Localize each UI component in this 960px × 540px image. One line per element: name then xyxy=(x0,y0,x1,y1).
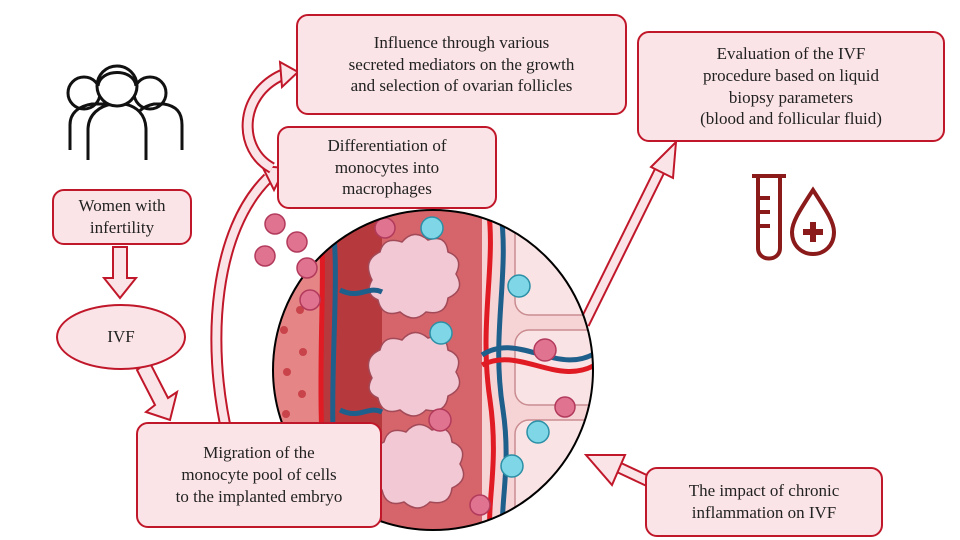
node-migration: Migration of the monocyte pool of cells … xyxy=(136,422,382,528)
test-tube-icon xyxy=(752,174,786,261)
node-mediators: Influence through various secreted media… xyxy=(296,14,627,115)
women-group-icon xyxy=(66,64,184,160)
arrow-to-mediators xyxy=(241,60,300,174)
arrow-ivf-to-migration xyxy=(135,359,179,422)
arrow-to-evaluation xyxy=(578,139,678,327)
node-women-infertility: Women with infertility xyxy=(52,189,192,245)
arrow-chronic-to-circle xyxy=(583,454,655,489)
node-differentiation: Differentiation of monocytes into macrop… xyxy=(277,126,497,209)
node-chronic-inflammation: The impact of chronic inflammation on IV… xyxy=(645,467,883,537)
arrow-women-to-ivf xyxy=(101,246,139,300)
node-evaluation: Evaluation of the IVF procedure based on… xyxy=(637,31,945,142)
floating-monocytes xyxy=(254,213,318,279)
blood-drop-icon xyxy=(789,186,837,257)
node-ivf: IVF xyxy=(56,304,186,370)
